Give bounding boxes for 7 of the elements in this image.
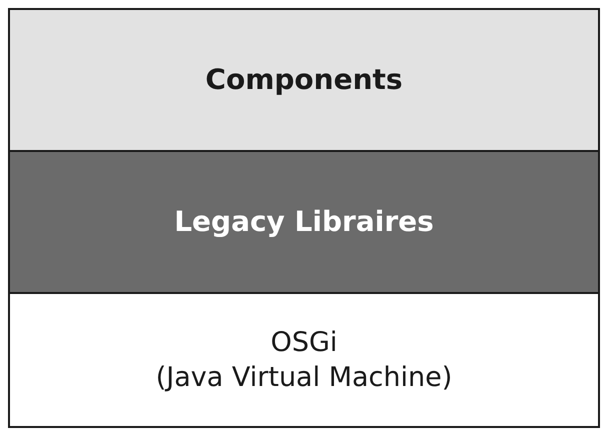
layer-label: Legacy Libraires [174,204,434,240]
layer-label: Components [205,62,403,98]
layer-box [8,150,600,294]
layer-box [8,292,600,428]
layer-label: (Java Virtual Machine) [156,361,452,395]
layer-box [8,8,600,152]
layer-label: OSGi [270,326,338,360]
